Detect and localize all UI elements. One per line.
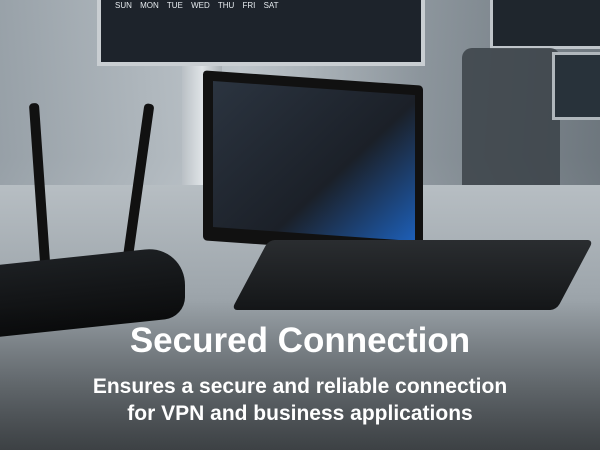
text-shade	[0, 300, 600, 450]
laptop-screen	[203, 70, 423, 256]
subheadline-line-2: for VPN and business applications	[127, 402, 473, 425]
background-monitor-right	[490, 0, 600, 49]
background-monitor-small	[552, 52, 600, 120]
background-monitor: SUN MON TUE WED THU FRI SAT	[97, 0, 425, 66]
subheadline-line-1: Ensures a secure and reliable connection	[92, 375, 508, 398]
subheadline: Ensures a secure and reliable connection…	[0, 373, 600, 427]
headline: Secured Connection	[129, 321, 471, 360]
monitor-calendar-days: SUN MON TUE WED THU FRI SAT	[115, 1, 279, 10]
laptop-display	[213, 81, 415, 242]
office-chair	[462, 48, 560, 188]
